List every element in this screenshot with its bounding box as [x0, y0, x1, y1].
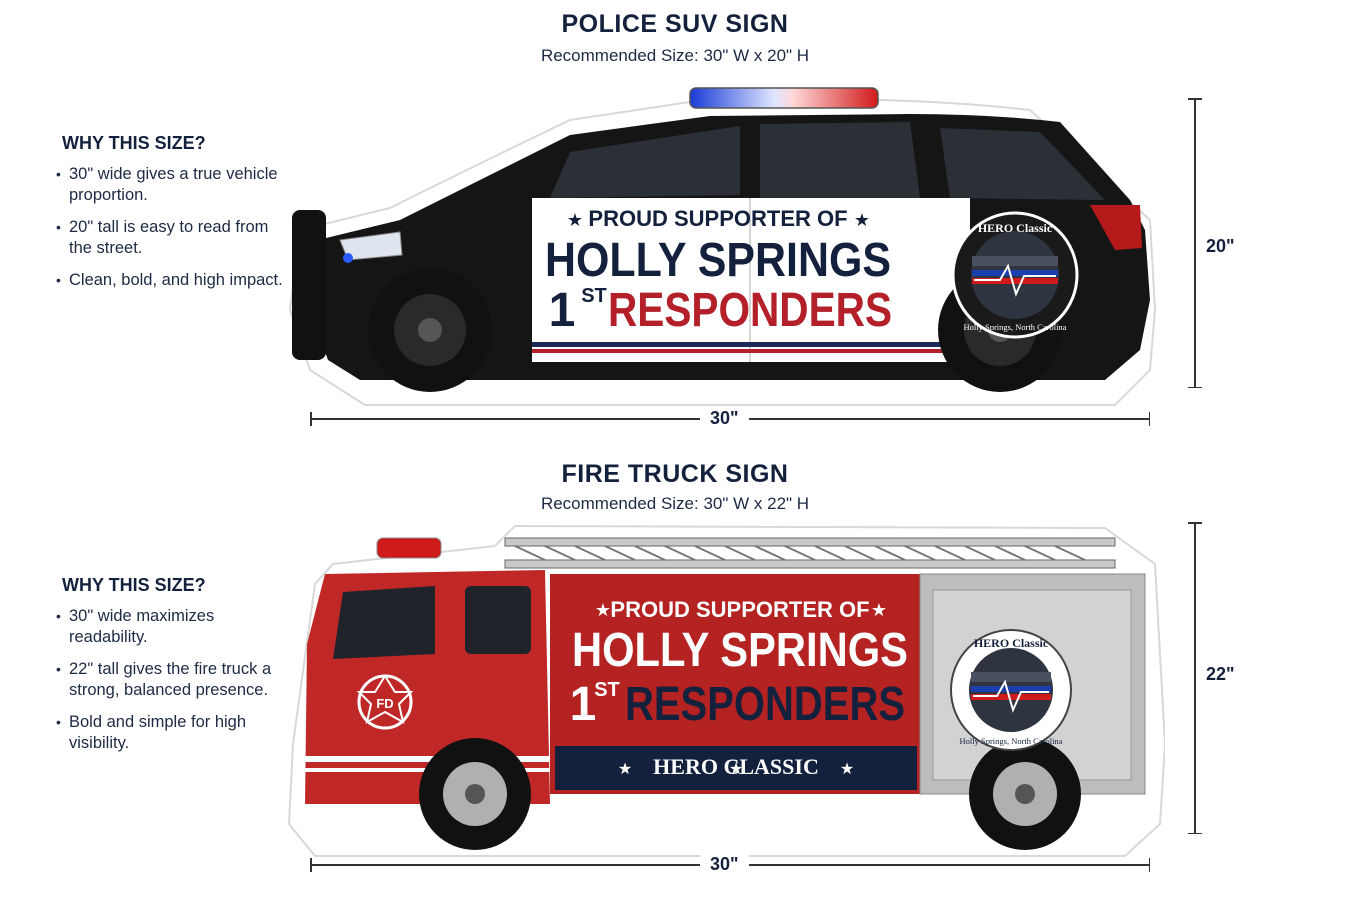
fire-hero-badge: HERO Classic Holly Springs, North Caroli…	[950, 629, 1072, 751]
fire-sign-line3-word: RESPONDERS	[625, 678, 905, 731]
fire-beacon	[376, 537, 442, 559]
police-width-label: 30"	[700, 408, 749, 429]
fire-section-subtitle: Recommended Size: 30" W x 22" H	[540, 494, 810, 513]
star-icon: ★	[854, 210, 870, 230]
police-why-panel: WHY THIS SIZE? 30" wide gives a true veh…	[56, 133, 286, 302]
fire-banner	[555, 746, 917, 790]
star-icon: ★	[595, 600, 611, 620]
fire-width-label: 30"	[700, 854, 749, 875]
police-why-heading: WHY THIS SIZE?	[62, 133, 206, 153]
fire-why-item: 30" wide maximizes readability.	[56, 606, 286, 648]
fire-why-heading: WHY THIS SIZE?	[62, 575, 206, 595]
police-width-dimension: 30"	[310, 408, 1150, 429]
police-section-title: POLICE SUV SIGN	[561, 10, 789, 38]
police-sign-line2: HOLLY SPRINGS	[545, 234, 891, 287]
police-front-wheel	[368, 268, 492, 392]
star-icon: ★	[567, 210, 583, 230]
fire-banner-text: HERO CLASSIC	[653, 754, 819, 779]
flag-heartbeat-icon	[971, 672, 1051, 713]
police-badge-bottom-text: Holly Springs, North Carolina	[964, 322, 1067, 332]
star-icon: ★	[871, 600, 887, 620]
police-sign-line3-number: 1	[549, 284, 576, 337]
fire-sign-line1: PROUD SUPPORTER OF	[610, 597, 869, 622]
fire-sign-line3-number: 1	[570, 678, 597, 731]
star-icon: ★	[840, 761, 854, 778]
police-why-list: 30" wide gives a true vehicle proportion…	[56, 164, 286, 291]
police-front-window	[550, 126, 740, 198]
police-cargo-window	[940, 128, 1105, 200]
police-sign-line3-word: RESPONDERS	[608, 284, 892, 337]
fire-width-dimension: 30"	[310, 854, 1150, 875]
police-height-label: 20"	[1196, 236, 1245, 257]
fire-ladder	[504, 537, 1116, 569]
fire-why-item: Bold and simple for high visibility.	[56, 712, 286, 754]
police-why-item: Clean, bold, and high impact.	[56, 270, 286, 291]
police-height-dimension	[1188, 98, 1202, 388]
fire-sign-line2: HOLLY SPRINGS	[572, 624, 908, 677]
fire-rear-wheel	[969, 738, 1081, 850]
fire-truck-illustration: FD ★ ★ PROUD SUPPORTER OF HOLLY SPRINGS …	[287, 524, 1165, 857]
fire-height-label: 22"	[1196, 664, 1245, 685]
police-sign-line1: PROUD SUPPORTER OF	[588, 206, 847, 231]
police-lightbar	[689, 87, 879, 109]
police-why-item: 20" tall is easy to read from the street…	[56, 217, 286, 259]
police-badge-top-text: HERO Classic	[978, 221, 1053, 235]
police-push-bumper	[292, 210, 326, 360]
fire-sign-line3-suffix: ST	[594, 679, 620, 701]
fire-front-wheel	[419, 738, 531, 850]
police-suv-illustration: ★ ★ PROUD SUPPORTER OF HOLLY SPRINGS 1 S…	[288, 87, 1157, 406]
police-sign-line3-suffix: ST	[581, 285, 607, 307]
police-hero-badge: HERO Classic Holly Springs, North Caroli…	[951, 211, 1079, 339]
star-icon: ★	[618, 761, 632, 778]
fire-badge-bottom-text: Holly Springs, North Carolina	[960, 736, 1063, 746]
flag-heartbeat-icon	[972, 256, 1058, 297]
fire-why-item: 22" tall gives the fire truck a strong, …	[56, 659, 286, 701]
fire-emblem-text: FD	[376, 696, 393, 711]
police-section-subtitle: Recommended Size: 30" W x 20" H	[540, 46, 810, 65]
fire-department-emblem-icon: FD	[356, 674, 414, 730]
police-rear-window	[760, 122, 920, 198]
fire-why-list: 30" wide maximizes readability. 22" tall…	[56, 606, 286, 754]
police-why-item: 30" wide gives a true vehicle proportion…	[56, 164, 286, 206]
fire-height-dimension	[1188, 522, 1202, 834]
police-door-panel	[532, 198, 970, 362]
fire-badge-top-text: HERO Classic	[974, 636, 1049, 650]
fire-why-panel: WHY THIS SIZE? 30" wide maximizes readab…	[56, 575, 286, 765]
star-icon: ★	[729, 761, 743, 778]
fire-section-title: FIRE TRUCK SIGN	[561, 460, 789, 488]
